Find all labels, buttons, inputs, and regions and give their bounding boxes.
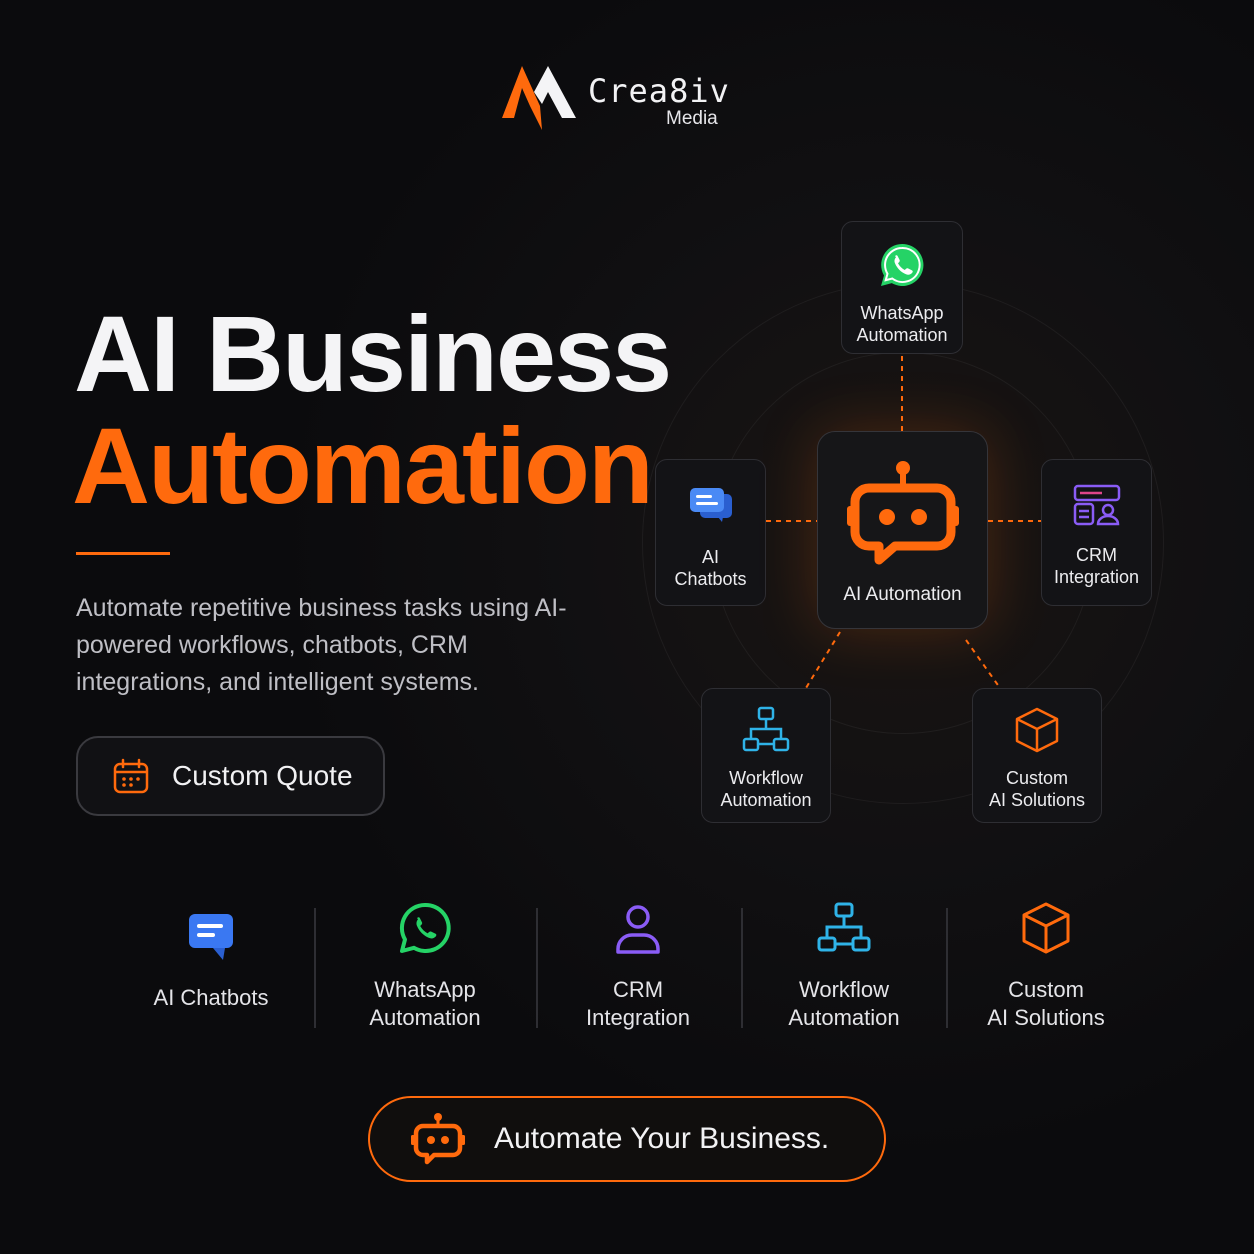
center-label: AI Automation — [843, 584, 962, 605]
feature-divider — [536, 908, 538, 1028]
node-whatsapp-automation[interactable]: WhatsApp Automation — [841, 221, 963, 354]
feature-divider — [314, 908, 316, 1028]
description: Automate repetitive business tasks using… — [76, 594, 567, 696]
headline-line-1: AI Business — [74, 293, 672, 414]
robot-icon — [411, 1113, 465, 1165]
node-workflow-automation[interactable]: Workflow Automation — [701, 688, 831, 823]
node-ai-automation-center[interactable]: AI Automation — [817, 431, 988, 629]
node-ai-chatbots[interactable]: AI Chatbots — [655, 459, 766, 606]
feature-label-1: Custom — [1008, 977, 1084, 1002]
whatsapp-icon — [881, 243, 924, 286]
chat-bubbles-icon — [689, 488, 732, 522]
feature-label-2: Automation — [788, 1005, 900, 1030]
cube-icon — [1015, 707, 1059, 753]
feature-label-2: Integration — [586, 1005, 690, 1030]
node-label-2: Integration — [1053, 567, 1140, 587]
automate-business-label: Automate Your Business. — [494, 1122, 830, 1155]
workflow-icon — [817, 902, 871, 952]
node-label-2: AI Solutions — [988, 790, 1086, 810]
node-label-1: WhatsApp — [860, 303, 944, 323]
feature-label-2: AI Solutions — [987, 1005, 1105, 1030]
logo-mark-icon — [502, 66, 576, 130]
node-label-2: Chatbots — [674, 569, 747, 589]
feature-divider — [946, 908, 948, 1028]
feature-label-1: AI Chatbots — [153, 985, 269, 1010]
whatsapp-icon — [399, 902, 451, 953]
node-label-2: Automation — [720, 790, 812, 810]
node-label-2: Automation — [856, 325, 948, 345]
node-crm-integration[interactable]: CRM Integration — [1041, 459, 1152, 606]
feature-label-1: WhatsApp — [374, 977, 476, 1002]
custom-quote-button[interactable]: Custom Quote — [76, 736, 385, 816]
node-label-1: Custom — [1005, 768, 1068, 788]
cube-icon — [1022, 902, 1070, 954]
brand-logo: Crea8iv Media — [500, 62, 730, 134]
user-icon — [616, 905, 660, 954]
node-label-1: Workflow — [729, 768, 803, 788]
brand-name: Crea8iv — [588, 72, 730, 110]
node-custom-ai-solutions[interactable]: Custom AI Solutions — [972, 688, 1102, 823]
feature-whatsapp-automation[interactable]: WhatsApp Automation — [325, 900, 525, 1032]
brand-sub: Media — [666, 108, 718, 129]
node-label-1: AI — [701, 547, 719, 567]
automate-business-button[interactable]: Automate Your Business. — [368, 1096, 886, 1182]
feature-crm-integration[interactable]: CRM Integration — [538, 900, 738, 1032]
custom-quote-label: Custom Quote — [172, 760, 353, 791]
accent-divider — [76, 552, 170, 555]
feature-label-1: Workflow — [798, 977, 890, 1002]
headline-line-2: Automation — [72, 405, 654, 526]
chat-icon — [189, 914, 233, 960]
feature-custom-ai-solutions[interactable]: Custom AI Solutions — [946, 900, 1146, 1032]
workflow-icon — [742, 706, 790, 752]
crm-icon — [1073, 484, 1120, 526]
robot-icon — [846, 461, 959, 565]
feature-label-2: Automation — [369, 1005, 481, 1030]
calendar-icon — [113, 758, 149, 794]
feature-ai-chatbots[interactable]: AI Chatbots — [111, 900, 311, 1012]
feature-label-1: CRM — [612, 977, 664, 1002]
feature-divider — [741, 908, 743, 1028]
node-label-1: CRM — [1076, 545, 1117, 565]
feature-workflow-automation[interactable]: Workflow Automation — [744, 900, 944, 1032]
